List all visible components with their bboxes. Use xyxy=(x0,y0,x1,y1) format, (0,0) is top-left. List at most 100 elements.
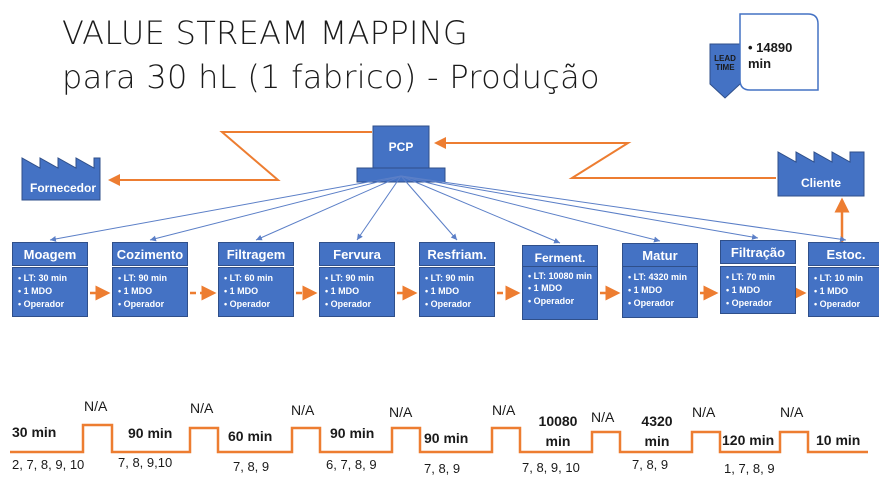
timeline-operators-3: 7, 8, 9 xyxy=(233,459,270,474)
process-info-3: • LT: 60 min • 1 MDO • Operador xyxy=(218,267,294,317)
timeline-na-7: N/A xyxy=(692,404,716,420)
process-info-line: • 1 MDO xyxy=(224,286,259,296)
process-header-1: Moagem xyxy=(12,242,88,266)
pcp-box xyxy=(372,125,430,169)
timeline-time-1: 30 min xyxy=(12,424,57,440)
bullet-icon: • xyxy=(748,40,757,55)
supplier-label: Fornecedor xyxy=(29,181,96,195)
process-info-line: • LT: 4320 min xyxy=(628,272,688,282)
lead-time-value: 14890 min xyxy=(748,40,793,71)
process-info-line: • LT: 70 min xyxy=(726,272,775,282)
client-factory-shape xyxy=(777,151,865,197)
process-info-6: • LT: 10080 min • 1 MDO • Operador xyxy=(522,266,598,320)
process-info-line: • Operador xyxy=(528,296,575,306)
timeline-operators-2: 7, 8, 9,10 xyxy=(118,455,173,470)
process-header-6: Ferment. xyxy=(522,245,598,269)
timeline-na-2: N/A xyxy=(190,400,214,416)
process-info-line: • Operador xyxy=(814,299,861,309)
timeline-na-5: N/A xyxy=(492,402,516,418)
process-info-line: • Operador xyxy=(18,299,65,309)
process-header-7: Matur xyxy=(622,243,698,267)
process-info-line: • LT: 30 min xyxy=(18,273,67,283)
lead-time-box xyxy=(739,13,819,91)
pcp-info-line xyxy=(400,175,458,241)
process-info-line: • Operador xyxy=(118,299,165,309)
pcp-label: PCP xyxy=(388,140,414,154)
process-info-line: • 1 MDO xyxy=(528,283,563,293)
timeline-operators-4: 6, 7, 8, 9 xyxy=(326,457,377,472)
timeline-operators-7: 7, 8, 9 xyxy=(632,457,669,472)
timeline-na-3: N/A xyxy=(291,402,315,418)
timeline-time-5: 90 min xyxy=(424,430,469,446)
pcp-info-lines xyxy=(49,175,847,244)
pcp-info-line xyxy=(400,175,847,243)
lead-time-chevron xyxy=(709,43,741,99)
timeline-operators-5: 7, 8, 9 xyxy=(424,461,461,476)
process-info-line: • 1 MDO xyxy=(814,286,849,296)
process-info-line: • Operador xyxy=(224,299,271,309)
timeline-time-7: 4320 min xyxy=(641,413,673,449)
pcp-info-line xyxy=(149,175,402,242)
client-label: Cliente xyxy=(800,176,841,190)
process-info-4: • LT: 90 min • 1 MDO • Operador xyxy=(319,267,395,317)
timeline-operators-1: 2, 7, 8, 9, 10 xyxy=(12,457,85,472)
process-info-line: • 1 MDO xyxy=(425,286,460,296)
process-info-line: • 1 MDO xyxy=(18,286,53,296)
process-header-9: Estoc. xyxy=(808,242,879,266)
process-info-1: • LT: 30 min • 1 MDO • Operador xyxy=(12,267,88,317)
process-info-line: • LT: 60 min xyxy=(224,273,273,283)
process-info-line: • Operador xyxy=(628,298,675,308)
pcp-info-line xyxy=(255,175,402,241)
pcp-base xyxy=(356,167,446,183)
process-header-4: Fervura xyxy=(319,242,395,266)
timeline-na-8: N/A xyxy=(780,404,804,420)
pcp-info-line xyxy=(356,175,402,241)
timeline-time-4: 90 min xyxy=(330,425,375,441)
process-info-line: • Operador xyxy=(325,299,372,309)
process-info-5: • LT: 90 min • 1 MDO • Operador xyxy=(419,267,495,317)
process-info-line: • Operador xyxy=(425,299,472,309)
process-info-line: • 1 MDO xyxy=(325,286,360,296)
process-info-line: • Operador xyxy=(726,298,773,308)
process-info-line: • 1 MDO xyxy=(628,285,663,295)
process-info-line: • 1 MDO xyxy=(726,285,761,295)
pcp-to-supplier-line xyxy=(108,131,372,186)
pcp-info-line xyxy=(49,175,402,242)
lead-time-label: LEAD TIME xyxy=(711,54,739,72)
title-line-2: para 30 hL (1 fabrico) - Produção xyxy=(62,58,600,96)
process-info-7: • LT: 4320 min • 1 MDO • Operador xyxy=(622,266,698,318)
process-info-8: • LT: 70 min • 1 MDO • Operador xyxy=(720,266,796,314)
process-info-9: • LT: 10 min • 1 MDO • Operador xyxy=(808,267,879,317)
pcp-info-line xyxy=(400,175,759,240)
process-info-2: • LT: 90 min • 1 MDO • Operador xyxy=(112,267,188,317)
timeline-time-8: 120 min xyxy=(722,432,775,448)
timeline-step-line xyxy=(10,423,868,454)
pcp-info-line xyxy=(400,175,661,243)
process-info-line: • LT: 90 min xyxy=(325,273,374,283)
timeline-time-9: 10 min xyxy=(816,432,861,448)
process-header-3: Filtragem xyxy=(218,242,294,266)
lead-time-label-2: TIME xyxy=(715,63,735,72)
timeline-na-6: N/A xyxy=(591,409,615,425)
timeline-na-1: N/A xyxy=(84,398,108,414)
pcp-info-line xyxy=(400,175,561,244)
supplier-factory-shape xyxy=(21,157,101,201)
process-info-line: • LT: 10080 min xyxy=(528,271,593,281)
process-header-2: Cozimento xyxy=(112,242,188,266)
process-header-8: Filtração xyxy=(720,240,796,264)
process-header-5: Resfriam. xyxy=(419,242,495,266)
timeline-operators-8: 1, 7, 8, 9 xyxy=(724,461,775,476)
lead-time-label-1: LEAD xyxy=(714,54,736,63)
lead-time-value-row: • 14890 min xyxy=(748,40,810,72)
timeline-operators-6: 7, 8, 9, 10 xyxy=(522,460,580,475)
timeline-time-3: 60 min xyxy=(228,428,273,444)
timeline-time-2: 90 min xyxy=(128,425,173,441)
process-info-line: • LT: 10 min xyxy=(814,273,863,283)
timeline-na-4: N/A xyxy=(389,404,413,420)
process-info-line: • LT: 90 min xyxy=(425,273,474,283)
client-to-pcp-line xyxy=(434,137,776,179)
title-line-1: VALUE STREAM MAPPING xyxy=(62,14,469,52)
process-info-line: • LT: 90 min xyxy=(118,273,167,283)
process-info-line: • 1 MDO xyxy=(118,286,153,296)
